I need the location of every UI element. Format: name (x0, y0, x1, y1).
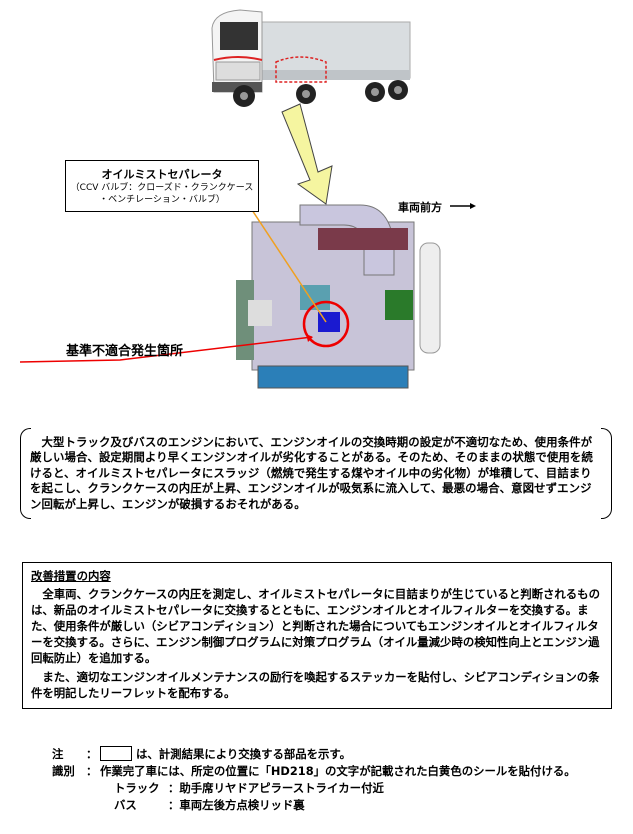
notes: 注 ： は、計測結果により交換する部品を示す。 識別 ： 作業完了車には、所定の… (52, 746, 576, 814)
ident-text: 作業完了車には、所定の位置に「HD218」の文字が記載された白黄色のシールを貼付… (100, 764, 576, 778)
defect-description: 大型トラック及びバスのエンジンにおいて、エンジンオイルの交換時期の設定が不適切な… (20, 428, 612, 519)
note-label: 注 (52, 747, 64, 761)
description-text: 大型トラック及びバスのエンジンにおいて、エンジンオイルの交換時期の設定が不適切な… (30, 435, 593, 511)
defect-leader (19, 336, 313, 363)
note-colon: ： (86, 747, 98, 761)
truck-label: トラック (114, 781, 160, 795)
right-bracket (601, 428, 612, 519)
truck-text: ：助手席リヤドアピラーストライカー付近 (168, 781, 384, 795)
vehicle-engine-figure (19, 9, 476, 389)
bus-label: バス (114, 798, 137, 812)
legend-box (100, 746, 132, 761)
remedy-paragraph-1: 全車両、クランクケースの内圧を測定し、オイルミストセパレータに目詰まりが生じてい… (31, 587, 600, 665)
engine-image (236, 204, 441, 389)
oil-mist-separator-callout: オイルミストセパレータ （CCV バルブ：クローズド・クランクケース ・ベンチレ… (65, 160, 259, 212)
callout-title: オイルミストセパレータ (101, 168, 223, 181)
ident-label: 識別 (52, 764, 75, 778)
truck-image (211, 9, 411, 107)
ident-colon: ： (86, 764, 98, 778)
callout-sub1: （CCV バルブ：クローズド・クランクケース (70, 183, 254, 193)
bus-text: ：車両左後方点検リッド裏 (168, 798, 305, 812)
defect-location-circle (302, 300, 350, 348)
pointer-arrow (281, 103, 333, 205)
remedy-paragraph-2: また、適切なエンジンオイルメンテナンスの励行を喚起するステッカーを貼付し、シビア… (31, 670, 600, 700)
remedy-box: 改善措置の内容 全車両、クランクケースの内圧を測定し、オイルミストセパレータに目… (22, 562, 612, 709)
note-text: は、計測結果により交換する部品を示す。 (136, 747, 352, 761)
vehicle-front-label: 車両前方 (398, 201, 442, 214)
remedy-heading: 改善措置の内容 (31, 569, 111, 583)
defect-location-label: 基準不適合発生箇所 (66, 344, 184, 359)
callout-leader (251, 209, 327, 323)
callout-sub2: ・ベンチレーション・バルブ） (99, 195, 225, 205)
